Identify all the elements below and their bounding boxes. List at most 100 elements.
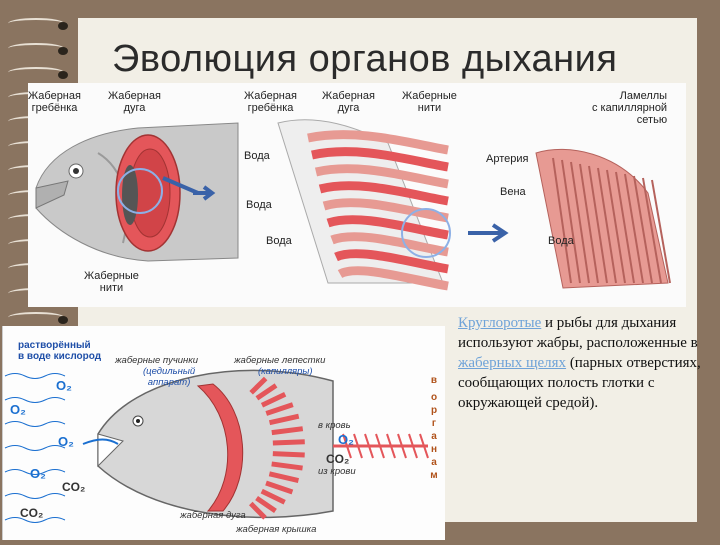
gill-petal-shape bbox=[268, 413, 300, 426]
label-vein: Вена bbox=[500, 186, 526, 198]
side-word-letter: а bbox=[431, 457, 437, 468]
label-water-3: Вода bbox=[266, 235, 292, 247]
label-gill-rakers-detail: Жаберная гребёнка bbox=[244, 90, 297, 114]
fish-gill-diagram bbox=[2, 326, 445, 540]
o2-label-4: O₂ bbox=[30, 466, 46, 481]
gill-petal-shape bbox=[272, 451, 305, 458]
link-gill-slits[interactable]: жаберных щелях bbox=[458, 355, 567, 371]
o2-label-3: O₂ bbox=[58, 434, 74, 449]
side-word-letter: н bbox=[430, 444, 438, 455]
fish-head bbox=[35, 122, 239, 262]
lamella-line bbox=[552, 157, 572, 284]
label-gill-arch-bottom: жаберная дуга bbox=[180, 510, 246, 521]
capillary-tick bbox=[342, 433, 352, 459]
gill-structure-svg bbox=[35, 119, 671, 291]
co2-label-2: CO₂ bbox=[20, 506, 44, 520]
label-gill-filaments-fish: Жаберные нити bbox=[84, 270, 139, 294]
gill-filament-shape bbox=[326, 215, 449, 240]
label-water-lamellae: Вода bbox=[548, 235, 574, 247]
gill-filament-shape bbox=[337, 266, 449, 291]
spiral-ring bbox=[8, 18, 64, 29]
side-word-letter: в bbox=[430, 375, 438, 386]
side-word-letter: о bbox=[430, 392, 438, 403]
lamella-line bbox=[597, 167, 617, 284]
label-gill-arch-detail: Жаберная дуга bbox=[322, 90, 375, 114]
label-artery: Артерия bbox=[486, 153, 529, 165]
lamella-line bbox=[570, 161, 590, 284]
water-wave bbox=[4, 517, 66, 523]
zoom-circle-2 bbox=[401, 208, 451, 258]
lamella-line bbox=[561, 159, 581, 284]
gill-petal-shape bbox=[255, 496, 277, 514]
link-cyclostomes[interactable]: Круглоротые bbox=[458, 315, 542, 331]
gill-filament-shape bbox=[330, 232, 449, 257]
gill-structure-illustration bbox=[28, 83, 686, 307]
water-wave bbox=[4, 421, 66, 427]
side-word-letter: а bbox=[431, 431, 437, 442]
gill-petal-shape bbox=[255, 383, 278, 401]
description-text: Круглоротые и рыбы для дыхания использую… bbox=[458, 315, 701, 411]
gill-arch-detail bbox=[277, 119, 451, 291]
o2-label-blood: O₂ bbox=[338, 432, 354, 447]
lamella-line bbox=[624, 173, 644, 284]
gill-petal-shape bbox=[260, 392, 287, 408]
page-title: Эволюция органов дыхания bbox=[112, 38, 618, 80]
spiral-hole bbox=[58, 46, 68, 55]
lamella-line bbox=[633, 175, 653, 284]
side-word-letter: г bbox=[431, 418, 437, 429]
water-wave bbox=[4, 373, 66, 379]
label-capillaries: (капилляры) bbox=[258, 366, 313, 377]
gill-arch-bottom bbox=[196, 383, 244, 512]
side-word-letter: р bbox=[430, 405, 438, 416]
capillary-tick bbox=[419, 433, 429, 459]
label-filter-apparatus: (цедильный аппарат) bbox=[143, 366, 196, 388]
gill-petal-shape bbox=[271, 426, 304, 436]
spiral-hole bbox=[58, 316, 68, 324]
lamella-line bbox=[579, 163, 599, 284]
capillary-tick bbox=[375, 433, 385, 459]
spiral-ring bbox=[8, 42, 64, 54]
spiral-ring bbox=[8, 312, 64, 323]
capillary-tick bbox=[386, 433, 396, 459]
arrow-icon-2 bbox=[468, 223, 509, 243]
zoom-circle bbox=[117, 168, 163, 214]
lamella-line bbox=[651, 179, 671, 284]
label-water-1: Вода bbox=[244, 150, 270, 162]
water-wave bbox=[4, 397, 66, 403]
capillary-tick bbox=[364, 433, 374, 459]
water-wave bbox=[4, 493, 66, 499]
fish-gill-svg bbox=[4, 369, 429, 523]
lamellae-detail bbox=[535, 148, 671, 289]
label-dissolved-oxygen: растворённый в воде кислород bbox=[18, 340, 102, 362]
o2-label-2: O₂ bbox=[10, 402, 26, 417]
spiral-hole bbox=[58, 22, 68, 30]
gill-petal-shape bbox=[272, 439, 305, 446]
lamella-line bbox=[606, 169, 626, 284]
spiral-ring bbox=[8, 67, 64, 78]
gill-filament-shape bbox=[311, 147, 449, 172]
gill-petal-shape bbox=[271, 461, 303, 471]
label-gill-filaments-detail: Жаберные нити bbox=[402, 90, 457, 114]
capillary-tick bbox=[353, 433, 363, 459]
lamella-line bbox=[588, 165, 608, 284]
label-gill-rakers-fish: Жаберная гребёнка bbox=[28, 90, 81, 114]
label-to-blood: в кровь bbox=[318, 420, 351, 431]
side-word-letter: м bbox=[430, 470, 438, 481]
co2-label-1: CO₂ bbox=[62, 480, 86, 494]
gill-filament-shape bbox=[307, 130, 449, 155]
label-gill-rakers-bottom: жаберные пучинки bbox=[115, 355, 199, 366]
o2-label-1: O₂ bbox=[56, 378, 72, 393]
capillary-tick bbox=[397, 433, 407, 459]
arrow-icon bbox=[193, 185, 216, 201]
gill-filament-shape bbox=[334, 249, 449, 274]
gill-filament-shape bbox=[314, 164, 449, 189]
gill-petal-shape bbox=[260, 488, 286, 505]
lamella-line bbox=[615, 171, 635, 284]
fish-body-outline bbox=[97, 369, 334, 519]
water-wave bbox=[4, 469, 66, 475]
label-gill-cover: жаберная крышка bbox=[236, 524, 317, 535]
label-lamellae: Ламеллы с капиллярной сетью bbox=[592, 90, 668, 126]
water-wave bbox=[4, 445, 66, 451]
gill-petal-shape bbox=[268, 471, 300, 483]
